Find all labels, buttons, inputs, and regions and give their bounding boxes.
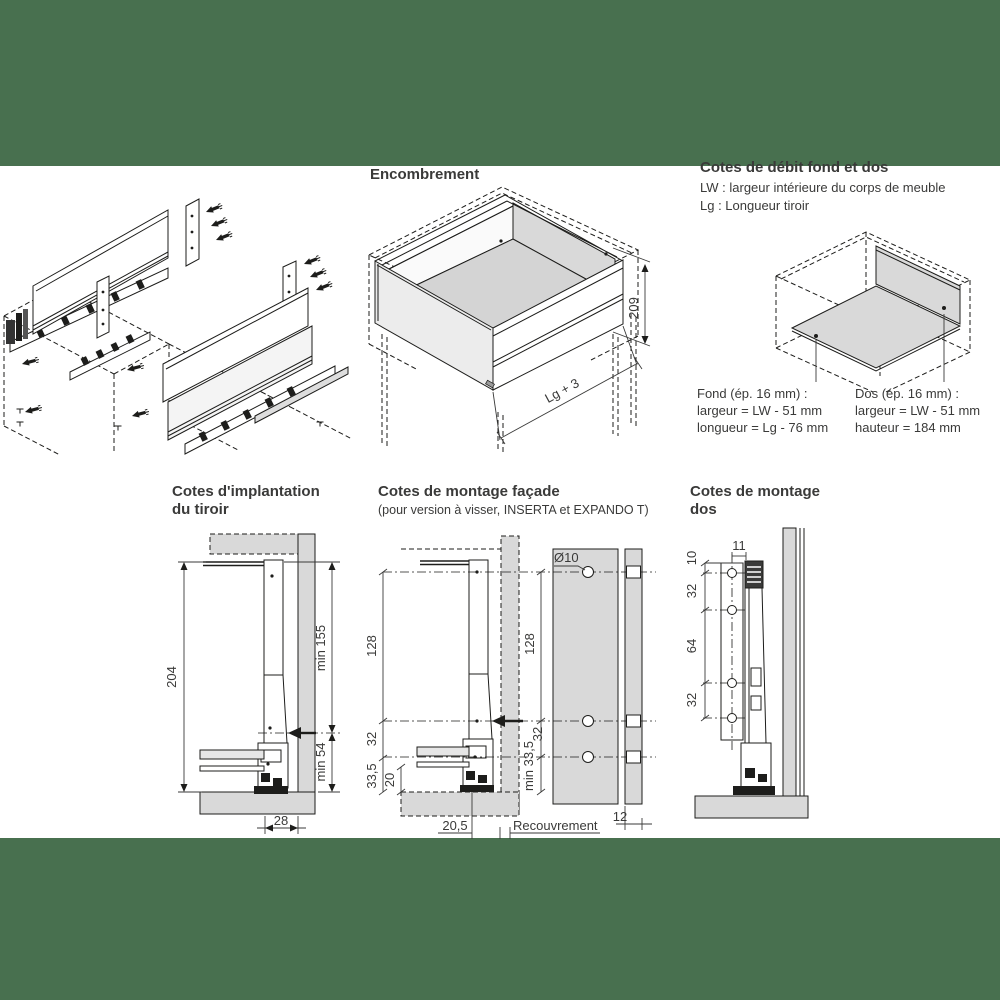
edge-pockets: [626, 565, 641, 764]
dim-64-label: 64: [684, 639, 699, 653]
dim-28-label: 28: [274, 813, 288, 828]
dos-spec-title: Dos (ép. 16 mm) :: [855, 386, 960, 401]
back-fixing-plate: [703, 554, 747, 750]
fond-spec-title: Fond (ép. 16 mm) :: [697, 386, 808, 401]
dim-lg3-label: Lg + 3: [542, 375, 581, 406]
dim-205: [438, 792, 600, 839]
facade-panel-dashed: [500, 535, 520, 815]
montage-dos-title: Cotes de montage dos: [690, 483, 820, 519]
fond-spec-line2: longueur = Lg - 76 mm: [697, 420, 829, 435]
dim-32-left-label: 32: [364, 732, 379, 746]
dim-209: [612, 247, 651, 347]
facade-subtitle: (pour version à visser, INSERTA et EXPAN…: [378, 503, 649, 517]
dim-128-right-label: 128: [522, 633, 537, 655]
facade-edge-view: [624, 548, 643, 805]
dos-spec-line2: hauteur = 184 mm: [855, 420, 961, 435]
dim-12-label: 12: [613, 809, 627, 824]
cabinet-bottom-panel: [694, 795, 809, 819]
montage-dos-drawing: 10 32 64 32 11: [684, 527, 809, 819]
cabinet-bottom-dashed: [400, 791, 520, 817]
legend-lg: Lg : Longueur tiroir: [700, 198, 810, 213]
dim-min335-label: min 33,5: [521, 741, 536, 791]
dim-11-label: 11: [732, 538, 746, 553]
debit-title: Cotes de débit fond et dos: [700, 159, 889, 176]
dim-205-label: 20,5: [442, 818, 467, 833]
left-dim-chain: [378, 568, 406, 796]
implantation-title-line1: Cotes d'implantation: [172, 483, 320, 500]
drill-holes: [582, 566, 594, 763]
dim-335-left-label: 33,5: [364, 763, 379, 788]
dim-min155-label: min 155: [313, 625, 328, 671]
dim-min155: [284, 561, 340, 793]
bottom-band: [0, 838, 1000, 1000]
encombrement-drawing: 209 Lg + 3: [367, 186, 651, 454]
dim-lg3: [492, 325, 643, 445]
drawer-bottom-panel: [199, 749, 265, 760]
dim-32-bottom-label: 32: [684, 693, 699, 707]
fond-spec: Fond (ép. 16 mm) : largeur = LW - 51 mm …: [697, 385, 828, 436]
implantation-title: Cotes d'implantation du tiroir: [172, 483, 320, 519]
right-dim-chain: [536, 568, 546, 796]
recouvrement-label: Recouvrement: [513, 818, 598, 833]
dim-11: [731, 552, 747, 560]
adjustment-knob: [744, 560, 764, 589]
dim-204: [178, 561, 206, 793]
montage-dos-title-line2: dos: [690, 501, 717, 518]
legend-lw: LW : largeur intérieure du corps de meub…: [700, 180, 946, 195]
drawer-box: [374, 194, 624, 391]
dos-dim-chain: [700, 559, 743, 722]
drawer-profile: [203, 559, 289, 794]
montage-dos-title-line1: Cotes de montage: [690, 483, 821, 500]
dim-128-left-label: 128: [364, 635, 379, 657]
facade-front-view: [552, 548, 619, 805]
facade-title-line: Cotes de montage façade: [378, 483, 560, 500]
dim-32-right-label: 32: [530, 727, 545, 741]
dim-204-label: 204: [164, 666, 179, 688]
facade-title: Cotes de montage façade (pour version à …: [378, 483, 649, 519]
expando-arrow: [492, 715, 505, 727]
top-band: [0, 0, 1000, 166]
drawer-bottom-panel: [416, 746, 470, 757]
debit-legend: LW : largeur intérieure du corps de meub…: [700, 179, 945, 215]
hole-diameter-label: Ø10: [554, 550, 579, 565]
implantation-drawing: 204 min 155 min 54 28: [164, 533, 340, 834]
cabinet-back-wall: [782, 527, 797, 797]
rear-bracket: [733, 587, 775, 795]
exploded-view-drawing: [3, 198, 353, 456]
expando-arrow: [288, 727, 301, 739]
fond-spec-line1: largeur = LW - 51 mm: [697, 403, 823, 418]
left-side-assembly: [6, 209, 169, 381]
implantation-title-line2: du tiroir: [172, 501, 229, 518]
dim-min54-label: min 54: [313, 742, 328, 781]
dim-32-top-label: 32: [684, 584, 699, 598]
dim-20-label: 20: [382, 773, 397, 787]
fond-dos-panels: [790, 245, 962, 372]
facade-drawing: 128 32 33,5 20 128 32 min 33,5 Ø10 12 20…: [364, 535, 656, 839]
dim-12: [616, 806, 652, 830]
dos-spec-line1: largeur = LW - 51 mm: [855, 403, 981, 418]
right-side-assembly: [162, 253, 349, 455]
dim-28: [257, 816, 306, 834]
dim-209-label: 209: [626, 297, 641, 319]
debit-drawing: [774, 231, 972, 393]
dos-spec: Dos (ép. 16 mm) : largeur = LW - 51 mm h…: [855, 385, 980, 436]
dim-10-label: 10: [684, 551, 699, 565]
cabinet-bottom-panel: [199, 791, 316, 815]
cabinet-top-panel: [209, 533, 299, 555]
encombrement-title: Encombrement: [370, 166, 480, 183]
